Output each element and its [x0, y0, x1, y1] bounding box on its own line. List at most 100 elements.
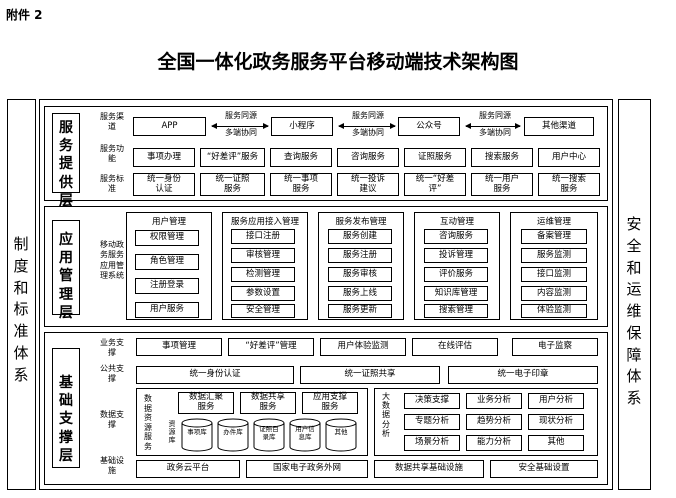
left-side-column: 制度和标准体系 [7, 99, 36, 490]
user-item-service: 用户服务 [135, 302, 199, 318]
public-seal: 统一电子印章 [448, 366, 598, 384]
operation-item-experience-monitor: 体验监测 [521, 304, 587, 318]
user-item-login: 注册登录 [135, 278, 199, 294]
row-label-channels: 服务渠道 [100, 112, 124, 131]
function-good-bad-review: “好差评”服务 [200, 148, 265, 167]
repo-cases-label: 办件库 [223, 428, 243, 436]
business-items: 事项管理 [136, 338, 222, 356]
business-supervision: 电子监察 [512, 338, 598, 356]
infra-data-sharing: 数据共享基础设施 [374, 460, 484, 478]
bidirectional-arrow-2 [338, 123, 396, 129]
base-label-public: 公共支撑 [100, 364, 124, 383]
analysis-business: 业务分析 [466, 393, 522, 409]
base-layer: 基础支撑层 [44, 332, 608, 485]
publish-item-create: 服务创建 [328, 229, 392, 244]
standard-complaints: 统一投诉建议 [337, 173, 399, 196]
repo-other-label: 其他 [334, 428, 348, 436]
base-label-business: 业务支撑 [100, 338, 124, 357]
database-icon [253, 418, 285, 452]
access-item-interface: 接口注册 [231, 229, 295, 244]
interaction-item-complaint: 投诉管理 [424, 248, 488, 263]
bigdata-label: 大数据分析 [382, 392, 390, 438]
group-service-publish [318, 212, 404, 320]
analysis-capability: 能力分析 [466, 435, 522, 451]
repo-label: 资源库 [168, 420, 176, 445]
publish-item-register: 服务注册 [328, 248, 392, 263]
interaction-item-evaluation: 评价服务 [424, 267, 488, 282]
operation-item-service-monitor: 服务监测 [521, 248, 587, 263]
publish-item-update: 服务更新 [328, 304, 392, 318]
attachment-label: 附件 2 [6, 8, 43, 22]
app-system-label: 移动政务服务应用管理系统 [100, 240, 124, 281]
service-layer-title-box: 服务提供层 [52, 113, 80, 209]
function-certificate: 证照服务 [404, 148, 466, 167]
standard-good-bad-review: 统一“好差评” [404, 173, 466, 196]
standard-user-service: 统一用户服务 [471, 173, 533, 196]
repo-items-label: 事项库 [187, 428, 207, 436]
database-icon [217, 418, 249, 452]
right-side-column: 安全和运维保障体系 [618, 99, 651, 490]
row-label-standards: 服务标准 [100, 174, 124, 193]
infra-security: 安全基础设置 [490, 460, 598, 478]
database-icon [181, 418, 213, 452]
group-operation [510, 212, 598, 320]
business-evaluation: 在线评估 [412, 338, 498, 356]
analysis-trend: 趋势分析 [466, 414, 522, 430]
function-item-handling: 事项办理 [133, 148, 195, 167]
channel-mini-program: 小程序 [271, 117, 333, 136]
interaction-item-consult: 咨询服务 [424, 229, 488, 244]
function-query: 查询服务 [270, 148, 332, 167]
business-review: “好差评”管理 [228, 338, 314, 356]
interaction-item-search: 搜索管理 [424, 304, 488, 318]
repo-certificates: 证照目录库 [253, 418, 285, 452]
side-right-text: 安全和运维保障体系 [626, 215, 642, 407]
repo-other: 其他 [325, 418, 357, 452]
data-service-share: 数据共享服务 [240, 392, 296, 414]
analysis-user: 用户分析 [528, 393, 584, 409]
operation-item-interface-monitor: 接口监测 [521, 267, 587, 282]
arrow-label-same-source-2: 服务同源 [352, 111, 384, 120]
infra-cloud: 政务云平台 [136, 460, 240, 478]
standard-search-service: 统一搜索服务 [538, 173, 600, 196]
side-left-text: 制度和标准体系 [13, 235, 29, 384]
function-user-center: 用户中心 [538, 148, 600, 167]
analysis-other: 其他 [528, 435, 584, 451]
channel-app: APP [133, 117, 206, 136]
bigdata-group [374, 388, 598, 456]
bidirectional-arrow-1 [211, 123, 269, 129]
page-title: 全国一体化政务服务平台移动端技术架构图 [157, 51, 519, 73]
user-item-permission: 权限管理 [135, 230, 199, 246]
main-frame [39, 99, 613, 490]
business-experience: 用户体验监测 [320, 338, 406, 356]
data-service-aggregate: 数据汇聚服务 [178, 392, 234, 414]
group-interaction [414, 212, 500, 320]
app-layer: 应用管理层 [44, 206, 608, 327]
database-icon [325, 418, 357, 452]
channel-other: 其他渠道 [524, 117, 594, 136]
arrow-label-same-source-1: 服务同源 [225, 111, 257, 120]
row-label-functions: 服务功能 [100, 144, 124, 163]
base-layer-title: 基础支撑层 [59, 375, 73, 464]
repo-cases: 办件库 [217, 418, 249, 452]
data-resource-label: 数据资源服务 [144, 394, 152, 451]
arrow-label-multi-end-3: 多端协同 [479, 128, 511, 137]
bidirectional-arrow-3 [465, 123, 521, 129]
access-item-params: 参数设置 [231, 286, 295, 301]
standard-items: 统一事项服务 [270, 173, 332, 196]
data-resource-group [136, 388, 368, 456]
group-title-service-access: 服务应用接入管理 [230, 217, 299, 227]
analysis-topic: 专题分析 [404, 414, 460, 430]
publish-item-audit: 服务审核 [328, 267, 392, 282]
group-title-user-management: 用户管理 [151, 217, 186, 227]
function-search: 搜索服务 [471, 148, 533, 167]
channel-official-account: 公众号 [398, 117, 460, 136]
arrow-label-multi-end-1: 多端协同 [225, 128, 257, 137]
standard-identity: 统一身份认证 [133, 173, 195, 196]
arrow-label-same-source-3: 服务同源 [479, 111, 511, 120]
repo-items: 事项库 [181, 418, 213, 452]
app-layer-title-box: 应用管理层 [52, 220, 80, 321]
group-title-operation: 运维管理 [536, 217, 571, 227]
group-user-management [126, 212, 212, 320]
base-layer-title-box: 基础支撑层 [52, 348, 80, 468]
access-item-audit: 审核管理 [231, 248, 295, 263]
